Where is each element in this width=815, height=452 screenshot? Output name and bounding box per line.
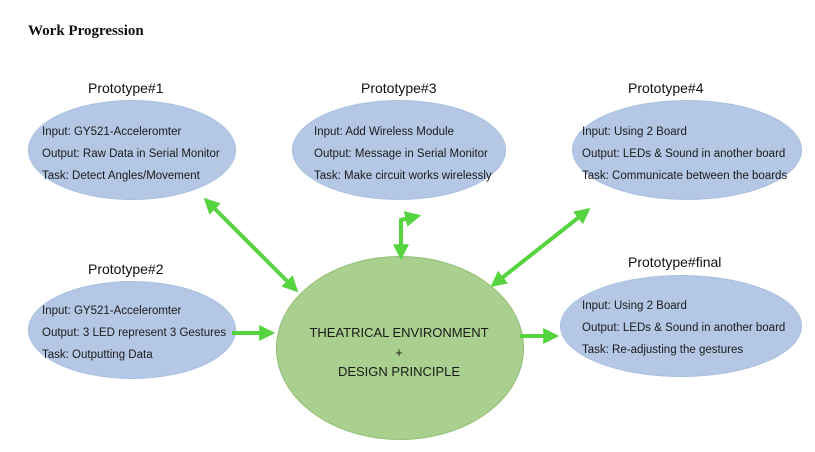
prototype-1-node — [28, 100, 236, 200]
center-line-1: THEATRICAL ENVIRONMENT — [309, 325, 489, 340]
center-node — [276, 256, 524, 440]
prototype-1-output: Output: Raw Data in Serial Monitor — [42, 148, 220, 160]
prototype-3-node — [292, 100, 506, 200]
center-line-2: + — [395, 345, 403, 360]
prototype-4-node — [572, 100, 802, 200]
prototype-3-task: Task: Make circuit works wirelessly — [314, 170, 492, 182]
arrow-center-prototype-4 — [490, 208, 591, 287]
arrow-prototype-1-center — [203, 197, 299, 293]
prototype-4-title: Prototype#4 — [628, 80, 704, 96]
prototype-4-input: Input: Using 2 Board — [582, 126, 687, 138]
prototype-3-title: Prototype#3 — [361, 80, 437, 96]
arrow-prototype-3-center — [393, 211, 422, 261]
prototype-2-node — [28, 281, 236, 379]
prototype-3-output: Output: Message in Serial Monitor — [314, 148, 488, 160]
center-line-3: DESIGN PRINCIPLE — [337, 364, 461, 379]
prototype-2-output: Output: 3 LED represent 3 Gestures — [42, 327, 227, 339]
prototype-4-output: Output: LEDs & Sound in another board — [582, 148, 786, 160]
prototype-4-task: Task: Communicate between the boards — [582, 170, 788, 182]
prototype-1-title: Prototype#1 — [88, 80, 164, 96]
page-title: Work Progression — [28, 23, 144, 39]
prototype-final-title: Prototype#final — [628, 254, 722, 270]
prototype-2-input: Input: GY521-Acceleromter — [42, 305, 182, 317]
prototype-3-input: Input: Add Wireless Module — [314, 126, 454, 138]
prototype-1-input: Input: GY521-Acceleromter — [42, 126, 182, 138]
prototype-2-title: Prototype#2 — [88, 261, 164, 277]
prototype-final-node — [560, 275, 802, 377]
prototype-final-input: Input: Using 2 Board — [582, 300, 687, 312]
prototype-final-output: Output: LEDs & Sound in another board — [582, 322, 786, 334]
prototype-2-task: Task: Outputting Data — [42, 349, 153, 361]
prototype-1-task: Task: Detect Angles/Movement — [42, 170, 200, 182]
prototype-final-task: Task: Re-adjusting the gestures — [582, 344, 744, 356]
